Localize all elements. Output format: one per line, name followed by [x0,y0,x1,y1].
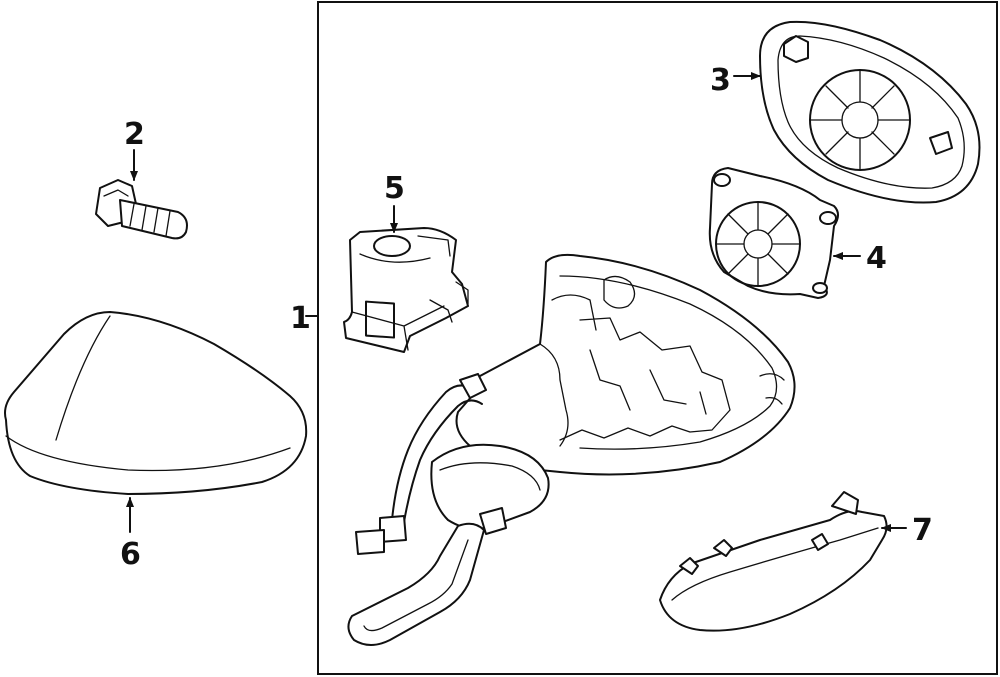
actuator-bracket-part [343,227,469,353]
motor-part [708,167,839,299]
callout-7: 7 [912,513,933,548]
callout-6: 6 [120,537,141,572]
callout-5: 5 [384,171,405,206]
lower-cover-part [659,491,888,632]
callout-3: 3 [710,63,731,98]
callout-2: 2 [124,117,145,152]
mirror-housing [347,253,796,646]
assembly-box [317,1,998,675]
bolt-part [95,179,188,240]
callout-1: 1 [290,301,311,336]
mirror-cover-part [4,311,308,495]
callout-4: 4 [866,241,887,276]
mirror-glass-part [759,20,981,204]
